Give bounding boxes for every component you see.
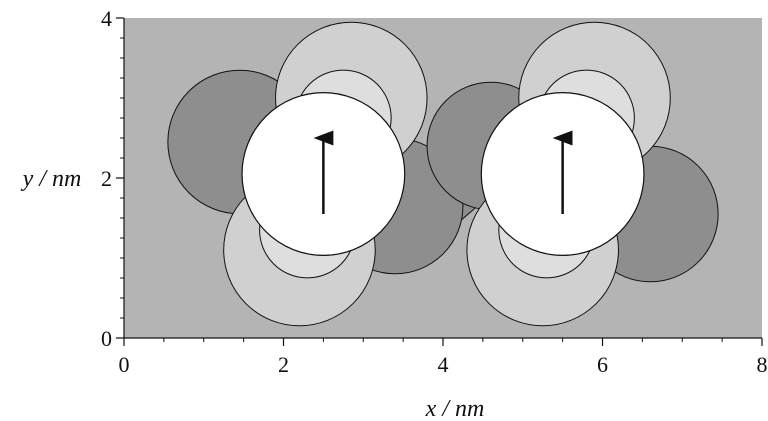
y-tick-label: 0: [101, 326, 112, 351]
axes: 0 2 4 6 8 0 2 4: [101, 6, 768, 377]
y-tick-label: 2: [101, 166, 112, 191]
x-tick-label: 4: [438, 352, 449, 377]
y-tick-label: 4: [101, 6, 112, 31]
x-tick-label: 2: [278, 352, 289, 377]
x-axis-label: x / nm: [425, 396, 485, 421]
x-tick-label: 0: [119, 352, 130, 377]
y-axis-label: y / nm: [21, 166, 82, 192]
x-tick-label: 8: [757, 352, 768, 377]
plot-area: [124, 18, 762, 338]
x-tick-label: 6: [597, 352, 608, 377]
